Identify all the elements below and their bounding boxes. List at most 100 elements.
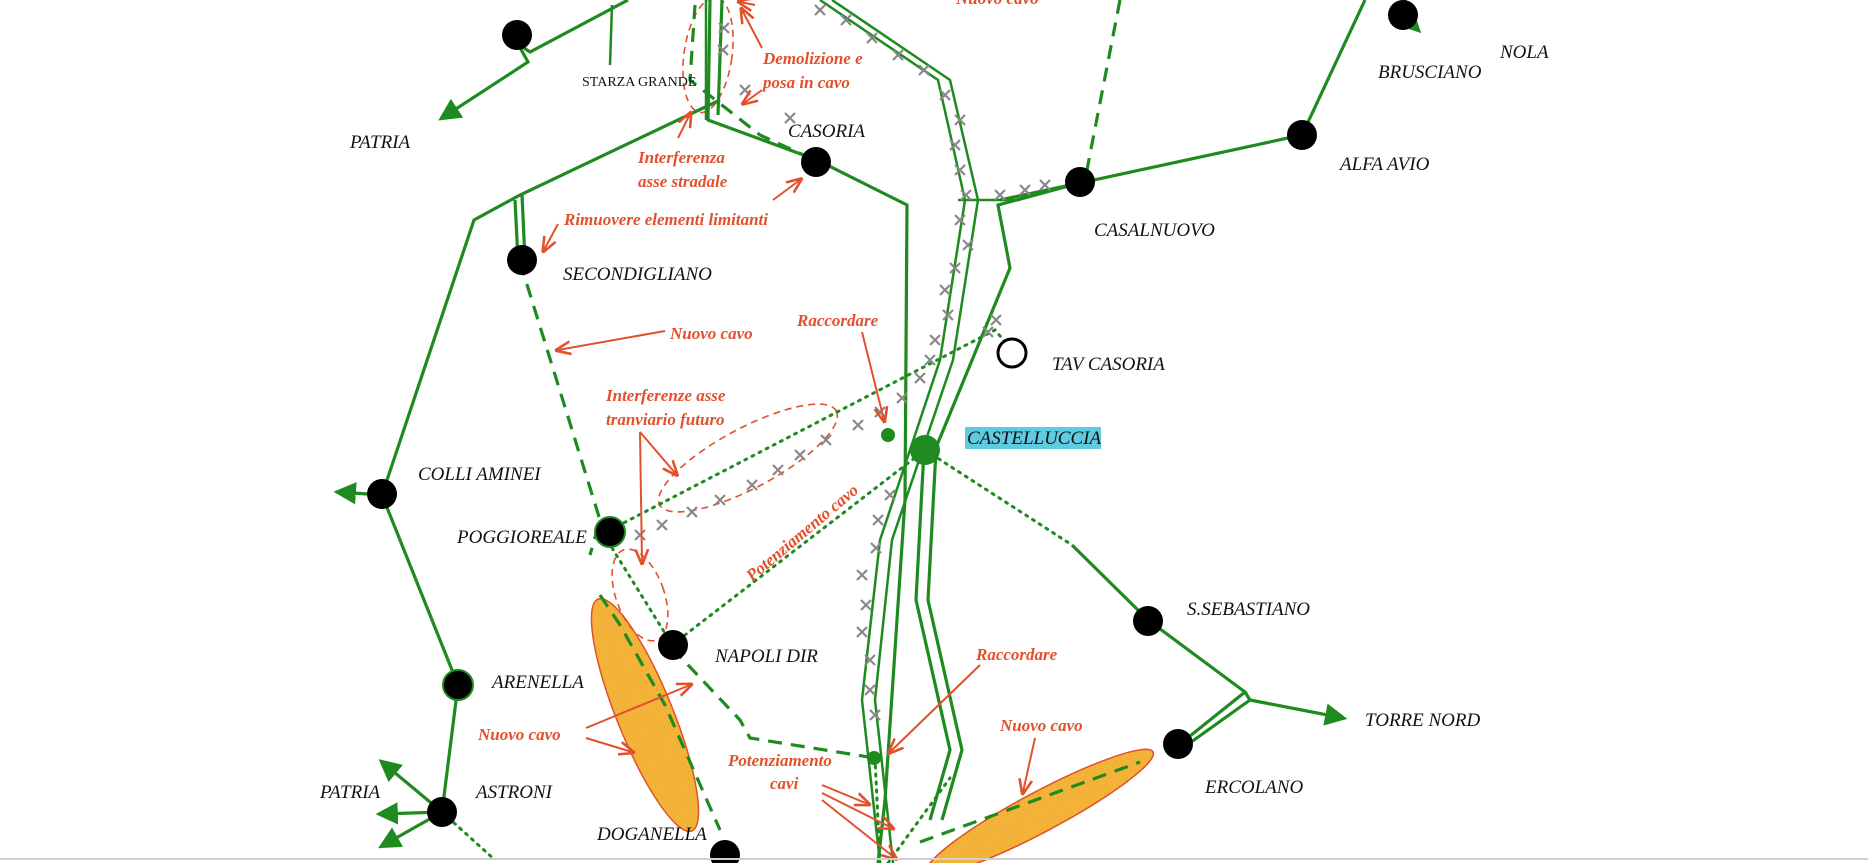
node-patria-top: [502, 20, 532, 50]
label-astroni: ASTRONI: [474, 782, 554, 803]
cross-mark: [896, 392, 908, 404]
node-secondigliano: [507, 245, 537, 275]
label-secondigliano: SECONDIGLIANO: [563, 264, 712, 285]
cross-mark: [982, 326, 994, 338]
label-brusciano: BRUSCIANO: [1378, 62, 1482, 83]
cross-mark: [949, 139, 961, 151]
node-casalnuovo: [1065, 167, 1095, 197]
node-brusciano: [1388, 0, 1418, 30]
cross-mark: [856, 626, 868, 638]
cross-mark: [939, 89, 951, 101]
cross-mark: [717, 44, 729, 56]
cross-mark: [739, 84, 751, 96]
cross-mark: [814, 4, 826, 16]
node-doganella: [710, 840, 740, 863]
label-torre-nord: TORRE NORD: [1365, 710, 1481, 731]
note-potenziamento-cavi-line2: cavi: [770, 774, 799, 793]
cross-mark: [820, 434, 832, 446]
node-s-sebastiano: [1133, 606, 1163, 636]
node-alfa-avio: [1287, 120, 1317, 150]
cross-mark: [990, 314, 1002, 326]
note-interferenza-line2: asse stradale: [638, 172, 728, 191]
ring-starza-grande: [682, 0, 734, 114]
annotation-labels: Nuovo cavo Demolizione e posa in cavo In…: [477, 0, 1083, 793]
castelluccia-highlight: [965, 427, 1101, 449]
cross-mark: [856, 569, 868, 581]
note-interferenza-line1: Interferenza: [637, 148, 725, 167]
label-starza-grande: STARZA GRANDE: [582, 75, 696, 90]
cross-mark: [686, 506, 698, 518]
note-nuovo-cavo-secondigliano: Nuovo cavo: [669, 324, 753, 343]
node-raccordo-bottom: [867, 751, 881, 765]
node-arenella: [442, 669, 474, 701]
node-castelluccia: [910, 435, 940, 465]
label-napoli-dir: NAPOLI DIR: [714, 646, 818, 667]
bottom-rule: [0, 858, 1868, 860]
cross-mark: [939, 284, 951, 296]
cross-mark: [864, 654, 876, 666]
cross-mark: [840, 14, 852, 26]
new-cable-ellipse-doganella: [590, 597, 700, 833]
cross-mark: [1019, 184, 1031, 196]
cross-mark: [949, 262, 961, 274]
note-interferenze-line2: tranviario futuro: [606, 410, 725, 429]
note-nuovo-cavo-ercolano: Nuovo cavo: [999, 716, 1083, 735]
cross-mark: [656, 519, 668, 531]
label-castelluccia: CASTELLUCCIA: [967, 428, 1101, 449]
cross-mark: [954, 114, 966, 126]
note-rimuovere: Rimuovere elementi limitanti: [563, 210, 768, 229]
cross-mark: [794, 449, 806, 461]
note-demolizione-line1: Demolizione e: [762, 49, 863, 68]
cross-mark: [852, 419, 864, 431]
cross-mark: [954, 214, 966, 226]
note-nuovo-cavo-left: Nuovo cavo: [477, 725, 561, 744]
cross-mark: [772, 464, 784, 476]
cross-mark: [634, 529, 646, 541]
cross-mark: [960, 189, 972, 201]
note-nuovo-cavo-top: Nuovo cavo: [955, 0, 1039, 8]
cross-mark: [892, 49, 904, 61]
station-nodes: [367, 0, 1418, 863]
label-patria-top: PATRIA: [349, 132, 411, 153]
label-nola: NOLA: [1499, 42, 1549, 63]
node-poggioreale: [594, 516, 626, 548]
node-raccordo-top: [881, 428, 895, 442]
station-labels: STARZA GRANDE CASORIA PATRIA BRUSCIANO N…: [319, 42, 1549, 845]
label-colli-aminei: COLLI AMINEI: [418, 464, 542, 485]
note-raccordare-bottom: Raccordare: [975, 645, 1058, 664]
node-astroni: [427, 797, 457, 827]
node-colli-aminei: [367, 479, 397, 509]
ring-poggioreale: [611, 548, 669, 642]
annotation-arrows: [544, 2, 1036, 858]
cross-mark: [714, 494, 726, 506]
cross-mark: [1039, 179, 1051, 191]
cross-mark: [942, 309, 954, 321]
cross-mark: [962, 239, 974, 251]
label-alfa-avio: ALFA AVIO: [1338, 154, 1430, 175]
label-s-sebastiano: S.SEBASTIANO: [1187, 599, 1310, 620]
cross-mark: [914, 372, 926, 384]
node-tav-casoria: [996, 337, 1028, 369]
node-napoli-dir: [658, 630, 688, 660]
cross-mark: [860, 599, 872, 611]
cross-mark: [954, 164, 966, 176]
cross-mark: [864, 684, 876, 696]
note-potenziamento-cavi-line1: Potenziamento: [727, 751, 832, 770]
cross-mark: [784, 112, 796, 124]
label-doganella: DOGANELLA: [596, 824, 707, 845]
note-potenziamento-cavo: Potenziamento cavo: [742, 480, 862, 585]
node-ercolano: [1163, 729, 1193, 759]
cross-mark: [884, 489, 896, 501]
cross-mark: [872, 514, 884, 526]
label-patria-bottom: PATRIA: [319, 782, 381, 803]
cross-mark: [924, 354, 936, 366]
crossed-corridor: [608, 0, 1020, 863]
note-raccordare-top: Raccordare: [796, 311, 879, 330]
label-casoria: CASORIA: [788, 121, 865, 142]
cross-mark: [994, 189, 1006, 201]
note-demolizione-line2: posa in cavo: [761, 73, 850, 92]
cross-mark: [746, 479, 758, 491]
cross-mark: [918, 64, 930, 76]
cross-mark: [718, 22, 730, 34]
